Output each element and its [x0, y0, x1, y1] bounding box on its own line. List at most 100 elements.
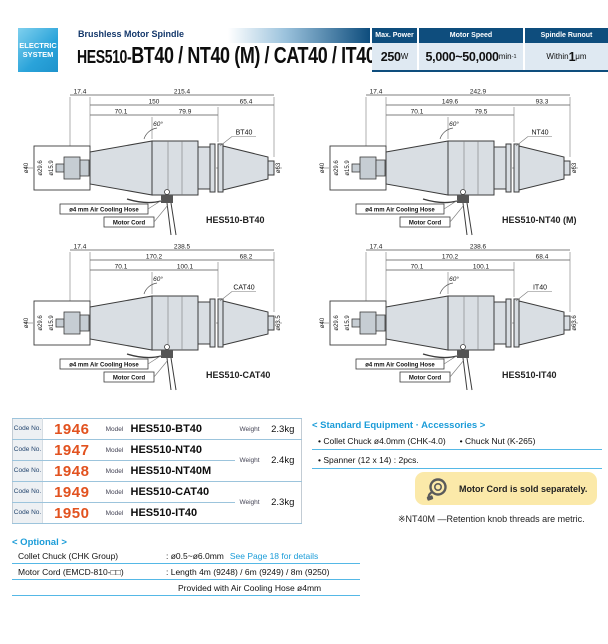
- optional-value: : ø0.5~ø6.0mm: [166, 551, 224, 561]
- dia-outer: ø40: [320, 162, 326, 173]
- dim-front-b: 100.1: [473, 264, 490, 271]
- code-value: 1946: [42, 418, 101, 440]
- drawing-model-label: HES510-IT40: [502, 370, 557, 380]
- air-hose-callout: ø4 mm Air Cooling Hose: [365, 208, 435, 214]
- dim-front-b: 79.5: [475, 109, 488, 116]
- spec-label-spindle-runout: Spindle Runout: [525, 28, 608, 43]
- dia-inner: ø15.9: [49, 160, 55, 176]
- dim-mid-a: 170.2: [146, 254, 163, 261]
- taper-angle: 60°: [449, 275, 459, 283]
- spec-boxes: Max. Power Motor Speed Spindle Runout 25…: [372, 28, 608, 72]
- taper-label: CAT40: [233, 285, 254, 292]
- air-hose-callout: ø4 mm Air Cooling Hose: [365, 363, 435, 369]
- dim-mid-a: 170.2: [442, 254, 459, 261]
- optional-title: < Optional >: [12, 537, 67, 548]
- motor-cord-notice-text: Motor Cord is sold separately.: [459, 483, 588, 494]
- drawing-hes510-nt40: 17.4 242.9 149.6 93.3 70.1 79.5 60° ø40 …: [306, 89, 602, 240]
- model-label: Model: [100, 418, 129, 440]
- dia-outer: ø40: [24, 162, 30, 173]
- code-label: Code No.: [12, 481, 43, 503]
- standard-equipment-title: < Standard Equipment · Accessories >: [312, 420, 486, 431]
- taper-label: NT40: [531, 130, 548, 137]
- model-label: Model: [100, 460, 129, 482]
- motor-cord-callout: Motor Cord: [113, 221, 146, 227]
- dia-inner: ø15.9: [345, 160, 351, 176]
- optional-value: Provided with Air Cooling Hose ø4mm: [178, 583, 322, 593]
- dia-inner: ø15.9: [49, 315, 55, 331]
- optional-row-air-hose: Provided with Air Cooling Hose ø4mm: [12, 580, 360, 596]
- optional-label: Collet Chuck (CHK Group): [18, 551, 119, 561]
- motor-cord-icon: [426, 477, 447, 501]
- dim-mid-b: 93.3: [536, 99, 549, 106]
- dim-offset: 17.4: [370, 244, 383, 251]
- optional-row-motor-cord: Motor Cord (EMCD-810-□□) : Length 4m (92…: [12, 564, 360, 580]
- dim-front-a: 70.1: [115, 264, 128, 271]
- model-value: HES510-BT40: [128, 418, 235, 440]
- code-value: 1950: [42, 502, 101, 524]
- drawing-model-label: HES510-BT40: [206, 215, 265, 225]
- model-label: Model: [100, 502, 129, 524]
- dim-total: 242.9: [470, 89, 487, 96]
- spec-value-spindle-runout: Within 1 μm: [525, 43, 608, 70]
- optional-row-collet-chuck: Collet Chuck (CHK Group) : ø0.5~ø6.0mm S…: [12, 548, 360, 564]
- equipment-row: • Spanner (12 x 14) : 2pcs.: [312, 450, 602, 469]
- equipment-item-collet-chuck: • Collet Chuck ø4.0mm (CHK-4.0): [318, 436, 446, 446]
- code-value: 1947: [42, 439, 101, 461]
- motor-cord-callout: Motor Cord: [113, 376, 146, 382]
- dim-mid-b: 68.4: [536, 254, 549, 261]
- spec-label-motor-speed: Motor Speed: [419, 28, 523, 43]
- air-hose-callout: ø4 mm Air Cooling Hose: [69, 208, 139, 214]
- electric-system-badge: ELECTRIC SYSTEM: [18, 28, 58, 72]
- dim-front-b: 100.1: [177, 264, 194, 271]
- weight-value: 2.4kg: [264, 439, 302, 482]
- dim-front-a: 70.1: [411, 264, 424, 271]
- code-label: Code No.: [12, 502, 43, 524]
- badge-line1: ELECTRIC: [19, 40, 57, 50]
- drawing-hes510-it40: 17.4 238.6 170.2 68.4 70.1 100.1 60° ø40…: [306, 244, 602, 395]
- equipment-item-chuck-nut: • Chuck Nut (K-265): [459, 436, 536, 446]
- dim-total: 215.4: [174, 89, 191, 96]
- code-value: 1949: [42, 481, 101, 503]
- dim-total: 238.6: [470, 244, 487, 251]
- dia-right: ø63: [276, 162, 282, 173]
- dia-right: ø63: [572, 162, 578, 173]
- table-row: Code No. 1947 Model HES510-NT40 Weight 2…: [12, 439, 302, 482]
- optional-value: : Length 4m (9248) / 6m (9249) / 8m (925…: [166, 567, 330, 577]
- code-label: Code No.: [12, 460, 43, 482]
- dim-offset: 17.4: [74, 244, 87, 251]
- drawing-hes510-cat40: 17.4 238.5 170.2 68.2 70.1 100.1 60° ø40…: [10, 244, 306, 395]
- title-prefix: HES510-: [77, 47, 132, 67]
- taper-label: BT40: [236, 130, 253, 137]
- drawing-model-label: HES510-NT40 (M): [502, 215, 577, 225]
- model-label: Model: [100, 439, 129, 461]
- weight-value: 2.3kg: [264, 481, 302, 524]
- standard-equipment-section: < Standard Equipment · Accessories > • C…: [312, 420, 602, 524]
- drawing-hes510-bt40: 17.4 215.4 150 65.4 70.1 79.9 60° ø40 ø2…: [10, 89, 306, 240]
- taper-angle: 60°: [153, 120, 163, 128]
- model-value: HES510-NT40M: [128, 460, 235, 482]
- table-row: Code No. 1946 Model HES510-BT40 Weight 2…: [12, 418, 302, 440]
- model-label: Model: [100, 481, 129, 503]
- see-page-18-link[interactable]: See Page 18 for details: [229, 551, 319, 561]
- table-row: Code No. 1949 Model HES510-CAT40 Weight …: [12, 481, 302, 524]
- dia-mid: ø29.6: [334, 160, 340, 176]
- weight-label: Weight: [234, 481, 265, 524]
- spec-label-max-power: Max. Power: [372, 28, 417, 43]
- model-value: HES510-CAT40: [128, 481, 235, 503]
- equipment-row: • Collet Chuck ø4.0mm (CHK-4.0) • Chuck …: [312, 431, 602, 450]
- code-label: Code No.: [12, 418, 43, 440]
- header-gradient-bar: [228, 28, 370, 43]
- dia-right: ø63.6: [572, 315, 578, 331]
- weight-value: 2.3kg: [264, 418, 302, 440]
- dia-outer: ø40: [24, 317, 30, 328]
- page-title: HES510-BT40 / NT40 (M) / CAT40 / IT40: [77, 42, 376, 69]
- motor-cord-notice: Motor Cord is sold separately.: [415, 472, 597, 505]
- model-value: HES510-IT40: [128, 502, 235, 524]
- dim-mid-b: 68.2: [240, 254, 253, 261]
- dim-front-a: 70.1: [115, 109, 128, 116]
- dim-total: 238.5: [174, 244, 191, 251]
- dim-front-a: 70.1: [411, 109, 424, 116]
